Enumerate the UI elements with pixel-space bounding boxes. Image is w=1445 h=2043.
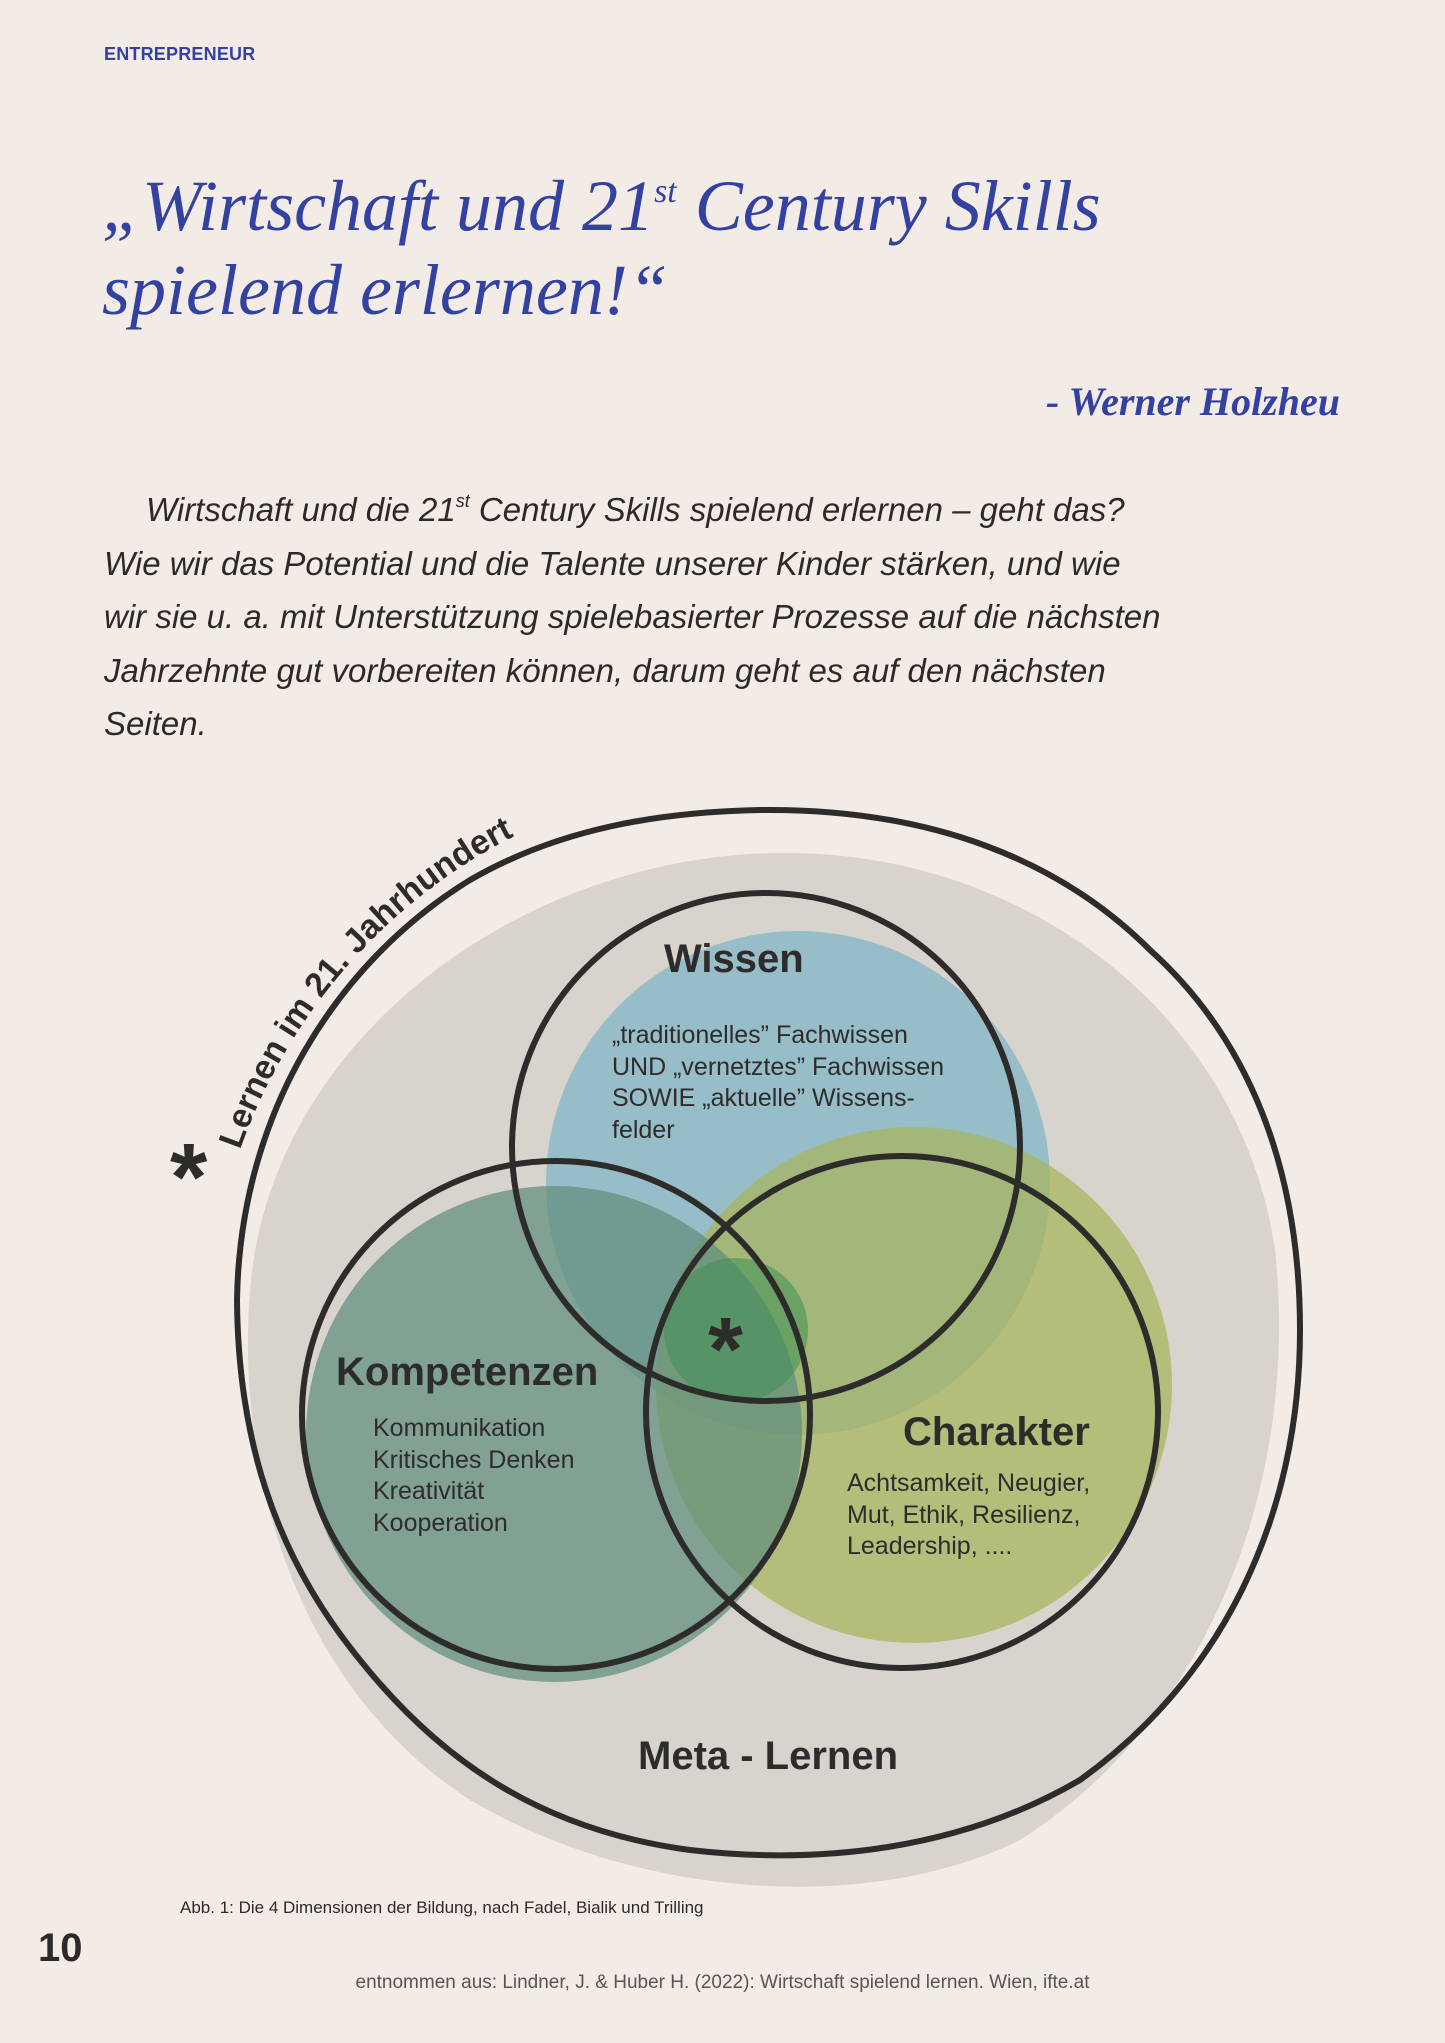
- superscript: st: [654, 173, 677, 210]
- kompetenzen-item: Kooperation: [373, 1508, 508, 1537]
- meta-lernen-label: Meta - Lernen: [638, 1734, 899, 1778]
- outer-circle-outline: [233, 806, 1304, 1859]
- intro-text: Century Skills spielend erlernen – geht …: [469, 491, 1125, 528]
- quote-author: - Werner Holzheu: [1045, 379, 1340, 424]
- quote-title: „Wirtschaft und 21st Century Skills spie…: [102, 150, 1101, 332]
- quote-text: Century Skills: [676, 166, 1101, 246]
- center-asterisk-icon: *: [708, 1300, 743, 1400]
- page-number: 10: [38, 1926, 83, 1970]
- intro-line: Wie wir das Potential und die Talente un…: [104, 544, 1121, 582]
- quote-line-2: spielend erlernen!“: [102, 250, 668, 330]
- intro-line: Seiten.: [104, 705, 207, 742]
- quote-line-1: „Wirtschaft und 21st Century Skills: [102, 150, 1101, 248]
- wissen-title: Wissen: [664, 937, 804, 981]
- charakter-item: Achtsamkeit, Neugier,: [847, 1469, 1091, 1497]
- section-label: ENTREPRENEUR: [104, 44, 256, 64]
- wissen-item: UND „vernetztes” Fachwissen: [612, 1052, 945, 1081]
- wissen-item: felder: [612, 1115, 675, 1144]
- intro-text: Wirtschaft und die 21: [146, 491, 456, 528]
- charakter-circle-outline: [643, 1153, 1161, 1671]
- figure-caption: Abb. 1: Die 4 Dimensionen der Bildung, n…: [180, 1898, 704, 1917]
- intro-paragraph: Wirtschaft und die 21st Century Skills s…: [104, 475, 1364, 751]
- superscript: st: [455, 491, 470, 511]
- source-footer: entnommen aus: Lindner, J. & Huber H. (2…: [355, 1972, 1090, 1993]
- kompetenzen-title: Kompetenzen: [336, 1350, 599, 1394]
- wissen-circle-outline: [509, 890, 1023, 1404]
- kompetenzen-circle-outline: [299, 1158, 813, 1672]
- quote-text: „Wirtschaft und 21: [102, 166, 655, 246]
- kompetenzen-item: Kreativität: [373, 1477, 485, 1505]
- kompetenzen-item: Kommunikation: [373, 1414, 546, 1442]
- intro-line: Jahrzehnte gut vorbereiten können, darum…: [104, 651, 1106, 689]
- kompetenzen-list: Kommunikation Kritisches Denken Kreativi…: [373, 1413, 574, 1539]
- charakter-item: Leadership, ....: [847, 1532, 1013, 1560]
- wissen-item: SOWIE „aktuelle” Wissens-: [612, 1084, 915, 1112]
- wissen-list: „traditionelles” Fachwissen UND „vernetz…: [612, 1020, 944, 1146]
- charakter-list: Achtsamkeit, Neugier, Mut, Ethik, Resili…: [847, 1468, 1090, 1563]
- intro-line: Wirtschaft und die 21st Century Skills s…: [104, 475, 1364, 537]
- wissen-item: „traditionelles” Fachwissen: [612, 1021, 908, 1049]
- asterisk-icon: *: [170, 1124, 208, 1231]
- charakter-title: Charakter: [903, 1410, 1090, 1454]
- intro-line: wir sie u. a. mit Unterstützung spieleba…: [104, 598, 1161, 635]
- center-overlap-fill: [664, 1258, 808, 1402]
- kompetenzen-item: Kritisches Denken: [373, 1445, 575, 1474]
- charakter-item: Mut, Ethik, Resilienz,: [847, 1500, 1081, 1529]
